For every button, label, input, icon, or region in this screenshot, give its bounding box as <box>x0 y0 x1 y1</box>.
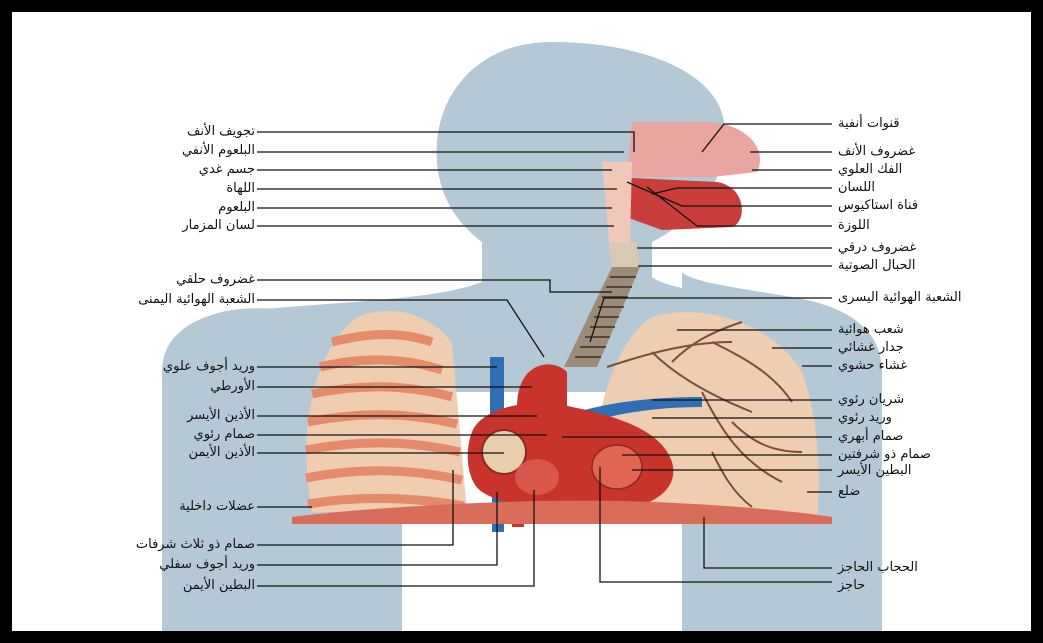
label-pharynx: البلعوم <box>218 200 255 216</box>
label-tongue: اللسان <box>838 180 875 196</box>
label-superior-vena-cava: وريد أجوف علوي <box>163 359 255 375</box>
nasal-cavity <box>627 122 760 177</box>
label-nasopharynx: البلعوم الأنفي <box>182 143 255 159</box>
head-silhouette <box>162 42 882 392</box>
label-pulmonary-artery: شريان رئوي <box>838 392 904 408</box>
label-pulmonary-vein: وريد رئوي <box>838 410 892 426</box>
label-nasal-cartilage: غضروف الأنف <box>838 144 915 160</box>
label-right-atrium: الأذين الأيمن <box>188 445 255 461</box>
label-inferior-vena-cava: وريد أجوف سفلي <box>159 557 255 573</box>
right-ventricle <box>515 459 559 495</box>
label-thyroid-cartilage: غضروف درقي <box>838 240 916 256</box>
label-cricoid-cartilage: غضروف حلقي <box>176 272 255 288</box>
label-left-atrium: الأذين الأيسر <box>187 408 255 424</box>
label-epiglottis: لسان المزمار <box>182 218 255 234</box>
label-adenoid: جسم غدي <box>199 162 255 178</box>
label-right-ventricle: البطين الأيمن <box>183 578 255 594</box>
label-bronchioles: شعب هوائية <box>838 322 904 338</box>
label-tonsil: اللوزة <box>838 218 870 234</box>
label-aortic-valve: صمام أبهري <box>838 429 903 445</box>
label-vocal-cords: الحبال الصوتية <box>838 258 916 274</box>
label-hard-palate: الفك العلوي <box>838 162 902 178</box>
label-mitral-valve: صمام ذو شرفتين <box>838 447 931 463</box>
label-nasal-conchae: قنوات أنفية <box>838 116 900 132</box>
label-tricuspid-valve: صمام ذو ثلاث شرفات <box>136 537 255 553</box>
label-diaphragm: الحجاب الحاجز <box>838 560 918 576</box>
label-uvula: اللهاة <box>226 181 255 197</box>
label-intercostal-muscles: عضلات داخلية <box>179 499 255 515</box>
label-aorta: الأورطي <box>210 379 255 395</box>
label-visceral-pleura: غشاء حشوي <box>838 358 907 374</box>
label-left-ventricle: البطين الأيسر <box>838 463 912 479</box>
label-eustachian-tube: قناة استاكيوس <box>838 198 918 214</box>
label-septum: حاجز <box>838 578 865 594</box>
label-right-bronchus: الشعبة الهوائية اليمنى <box>138 292 255 308</box>
label-rib: ضلع <box>838 484 860 500</box>
label-nasal-cavity: تجويف الأنف <box>187 124 255 140</box>
diagram-frame: تجويف الأنف البلعوم الأنفي جسم غدي اللها… <box>12 12 1031 631</box>
label-parietal-pleura: جدار غشائي <box>838 340 904 356</box>
label-left-bronchus: الشعبة الهوائية اليسرى <box>838 290 961 306</box>
label-pulmonary-valve: صمام رئوي <box>194 427 255 443</box>
